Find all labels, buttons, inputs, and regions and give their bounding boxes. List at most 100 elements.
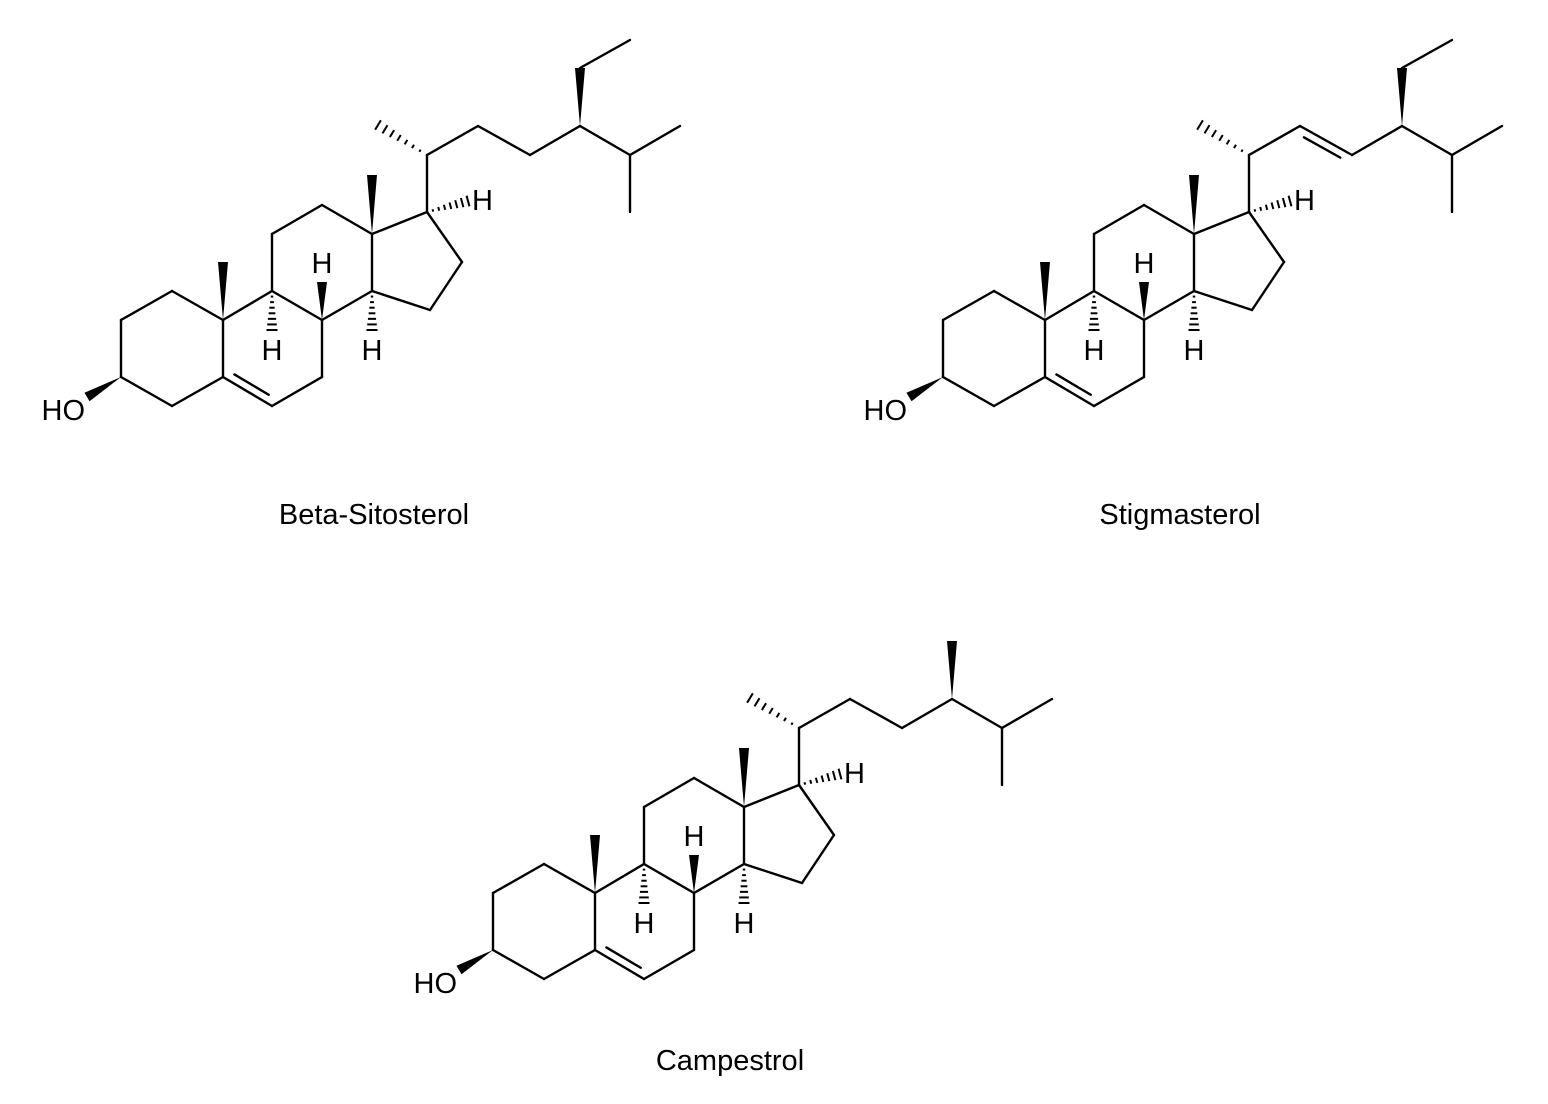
bond-c20-c22 [425,124,480,157]
double-bond-c5-c6 [605,946,642,969]
atom-label-h9: H [1084,335,1105,367]
hash-line [809,779,813,784]
bond-c6-c7 [1092,375,1146,408]
bond-c1-c2 [491,862,546,895]
bond-c24-c25 [950,697,1004,730]
hashed-bond-h17 [803,768,843,785]
bond-c14-c8 [320,289,374,322]
bond-c15-c14 [742,862,804,885]
hash-line [753,697,761,707]
atom-label-h9: H [262,335,283,367]
wedge-bond-h8 [317,282,327,320]
bond-c24-c25 [1400,124,1454,157]
bond-c23-c24 [900,697,954,730]
atom-label-h14: H [734,908,755,940]
hash-line [448,202,453,210]
bond-c14-c8 [1142,289,1196,322]
caption-campestrol: Campestrol [656,1045,804,1077]
hashed-bond-h14 [1188,295,1200,331]
bond-c9-c10 [1043,289,1096,322]
hash-line [1233,144,1237,149]
bond-c3-c4 [491,948,546,981]
bond-c15-c14 [370,289,432,312]
atom-label-h14: H [1184,335,1205,367]
hash-line [746,692,754,704]
hash-line [374,119,382,131]
hash-line [831,770,837,781]
hashed-bond-h9 [1088,295,1100,331]
hash-line [442,204,447,211]
atom-label-hydroxyl: HO [414,968,458,1000]
hash-line [1287,195,1293,207]
caption-beta-sitosterol: Beta-Sitosterol [279,499,469,531]
hash-line [803,781,807,785]
bond-c13-c17 [742,783,801,809]
bond-c11-c12 [642,776,696,809]
bond-c6-c7 [642,948,696,981]
hash-line [1270,202,1275,210]
bond-c14-c8 [692,862,746,895]
atom-label-h8: H [312,248,333,280]
bond-c1-c2 [941,289,996,322]
hash-line [814,777,819,784]
wedge-bond-c19-methyl [590,835,600,893]
hash-line [790,722,794,726]
bond-c10-c1 [542,862,597,895]
hash-line [389,129,395,138]
hashed-bond-h9 [638,868,650,904]
bond-c3-c4 [941,375,996,408]
wedge-bond-h8 [689,855,699,893]
wedge-bond-h8 [1139,282,1149,320]
wedge-bond-c19-methyl [218,262,228,320]
bond-c10-c1 [170,289,225,322]
bond-c22-c23 [1298,124,1354,157]
hashed-bond-h17 [431,195,471,212]
bond-c5-c6 [593,948,646,981]
hash-line [1211,129,1217,138]
atom-label-hydroxyl: HO [42,395,86,427]
hash-line [396,134,402,142]
atom-label-h8: H [1134,248,1155,280]
hash-line [761,702,767,711]
bond-c12-c13 [692,776,746,809]
hash-line [1225,139,1231,145]
bond-c11-c12 [270,203,324,236]
bond-c22-c23 [848,697,904,730]
bond-c16-c15 [1250,260,1286,312]
hash-line [465,195,471,207]
bond-c12-c13 [320,203,374,236]
hashed-bond-c21-methyl [374,119,422,153]
atom-label-h17: H [1294,185,1315,217]
hashed-bond-h9 [266,295,278,331]
hash-line [1253,208,1257,212]
wedge-bond-c24-substituent [575,68,585,126]
bond-c9-c10 [593,862,646,895]
hash-line [459,197,465,208]
atom-label-h14: H [362,335,383,367]
hashed-bond-c21-methyl [1196,119,1244,153]
bond-c15-c14 [1192,289,1254,312]
hash-line [437,206,441,211]
hashed-bond-h17 [1253,195,1293,212]
bond-c25-c26 [1000,697,1054,730]
double-bond-c22-c23 [1302,136,1342,159]
hash-line [1264,204,1269,211]
wedge-bond-c3-oh [906,377,943,402]
hash-line [1196,119,1204,131]
bond-c8-c9 [270,289,324,322]
hash-line [820,775,825,783]
bond-c1-c2 [119,289,174,322]
atom-label-h8: H [684,821,705,853]
hash-line [1218,134,1224,142]
bond-c17-c16 [797,783,836,837]
hash-line [775,712,781,718]
double-bond-c5-c6 [1055,373,1092,396]
bond-c4-c5 [170,375,225,408]
bond-c11-c12 [1092,203,1146,236]
hash-line [418,149,422,153]
bond-c5-c6 [1043,375,1096,408]
